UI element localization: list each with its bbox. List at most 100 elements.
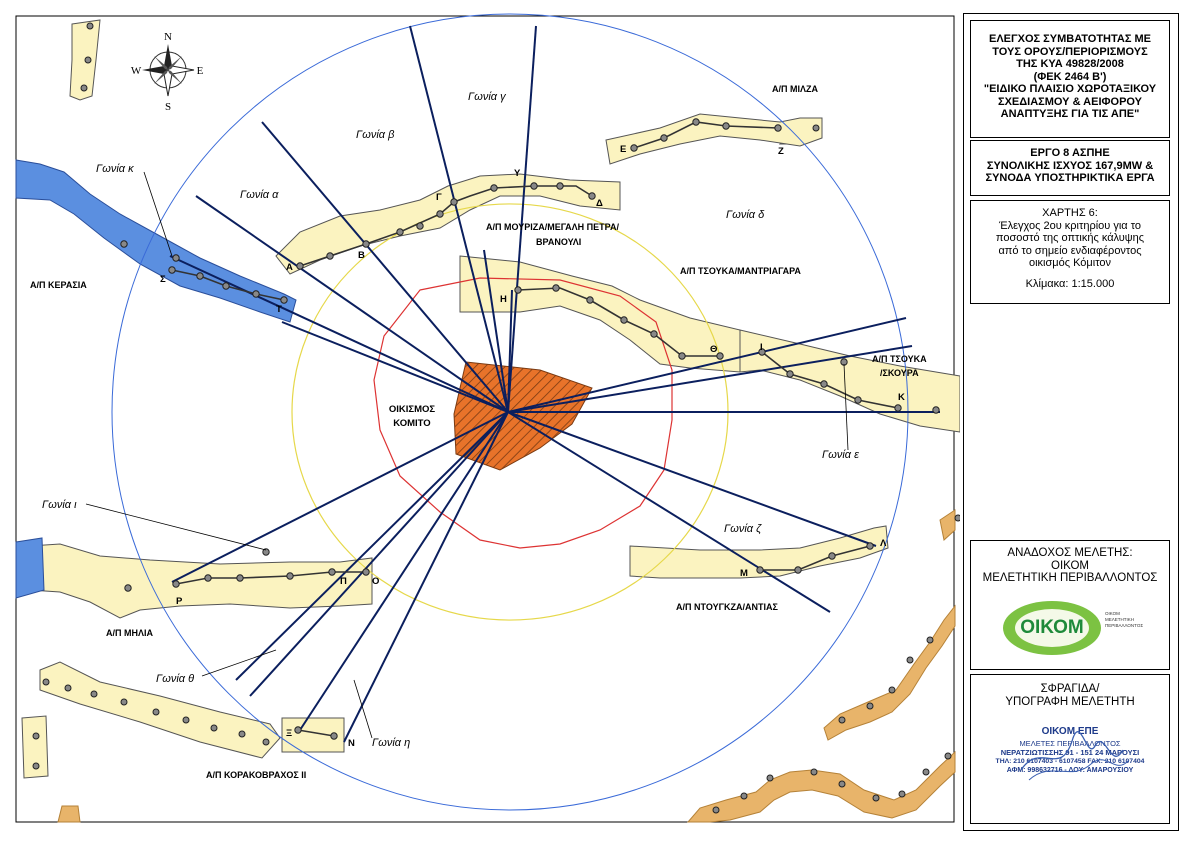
turbine-label-H: Η: [500, 294, 507, 305]
zone-milza: [605, 113, 823, 165]
angle-eta: Γωνία η: [372, 737, 410, 749]
turbine-marker: [716, 352, 724, 360]
zone-tsouka-mantriagara: [459, 255, 741, 373]
map-scale: Κλίμακα: 1:15.000: [1025, 277, 1115, 290]
turbine-marker: [922, 768, 930, 776]
turbine-label-Y: Υ: [514, 168, 521, 179]
compass-rose: N S E W: [131, 31, 204, 113]
label-tsouka-skoura-2: /ΣΚΟΥΡΑ: [880, 368, 919, 378]
label-tsouka-mantriagara: Α/Π ΤΣΟΥΚΑ/ΜΑΝΤΡΙΑΓΑΡΑ: [680, 266, 801, 276]
turbine-marker: [436, 210, 444, 218]
turbine-label-G: Γ: [436, 192, 442, 203]
sight-line: [507, 345, 913, 413]
turbine-marker: [678, 352, 686, 360]
turbine-marker: [888, 686, 896, 694]
settlement-label-line2: ΚΟΜΙΤΟ: [393, 418, 430, 429]
turbine-marker: [620, 316, 628, 324]
turbine-marker: [552, 284, 560, 292]
check-title-box: ΕΛΕΓΧΟΣ ΣΥΜΒΑΤΟΤΗΤΑΣ ΜΕ ΤΟΥΣ ΟΡΟΥΣ/ΠΕΡΙΟ…: [970, 20, 1170, 138]
sight-line: [483, 249, 509, 413]
compass-w: W: [131, 65, 142, 77]
turbine-marker: [586, 296, 594, 304]
turbine-label-O: Ο: [372, 576, 379, 587]
sight-line: [507, 317, 907, 413]
turbine-marker: [810, 768, 818, 776]
turbine-marker: [766, 774, 774, 782]
turbine-marker: [450, 198, 458, 206]
turbine-marker: [756, 566, 764, 574]
turbine-marker: [722, 122, 730, 130]
project-line: ΣΥΝΟΔΑ ΥΠΟΣΤΗΡΙΚΤΙΚΑ ΕΡΓΑ: [985, 172, 1155, 184]
inner-circle: [373, 277, 673, 549]
turbine-marker: [872, 794, 880, 802]
check-title-line: ΤΗΣ ΚΥΑ 49828/2008: [1016, 58, 1124, 70]
check-title-line: "ΕΙΔΙΚΟ ΠΛΑΙΣΙΟ ΧΩΡΟΤΑΞΙΚΟΥ: [983, 83, 1157, 95]
turbine-marker: [866, 702, 874, 710]
zone-militsa: [29, 543, 373, 619]
turbine-marker: [854, 396, 862, 404]
sight-lines: [169, 25, 940, 743]
logo-text: ΟΙΚΟΜ: [1020, 616, 1084, 638]
turbine-marker: [740, 792, 748, 800]
turbine-marker: [120, 698, 128, 706]
zone-mouriza: [275, 173, 621, 275]
turbine-marker: [280, 296, 288, 304]
compass-n: N: [164, 31, 172, 43]
turbine-marker: [932, 406, 940, 414]
logo-subtext: ΟΙΚΟΜ ΜΕΛΕΤΗΤΙΚΗ ΠΕΡΙΒΑΛΛΟΝΤΟΣ: [1105, 610, 1144, 628]
angle-zeta: Γωνία ζ: [724, 523, 762, 535]
angle-iota: Γωνία ι: [42, 499, 77, 511]
turbine-marker: [490, 184, 498, 192]
company-stamp: ΟΙΚΟΜ ΕΠΕ ΜΕΛΕΤΕΣ ΠΕΡΙΒΑΛΛΟΝΤΟΣ ΝΕΡΑΤΖΙΩ…: [971, 726, 1169, 796]
turbine-label-R: Ρ: [176, 596, 183, 607]
turbine-marker: [828, 552, 836, 560]
turbine-marker: [712, 806, 720, 814]
turbine-marker: [328, 568, 336, 576]
map-canvas[interactable]: N S E W ΟΙΚΙΣΜΟΣ ΚΟΜΙΤΟ Α/Π ΜΙΛΖΑ Α/Π ΜΟ…: [0, 0, 960, 842]
sight-line: [171, 411, 509, 583]
sight-line: [409, 25, 509, 413]
sight-line: [195, 195, 509, 413]
turbine-label-TH: Θ: [710, 344, 717, 355]
turbine-marker: [692, 118, 700, 126]
zone-ntougkza: [629, 525, 889, 579]
turbine-label-K: Κ: [898, 392, 905, 403]
turbine-marker: [64, 684, 72, 692]
turbine-marker: [236, 574, 244, 582]
turbine-label-D: Δ: [596, 198, 603, 209]
sight-line: [507, 411, 877, 547]
turbine-marker: [362, 568, 370, 576]
turbine-marker: [794, 566, 802, 574]
turbine-marker: [758, 348, 766, 356]
contractor-line: ΑΝΑΔΟΧΟΣ ΜΕΛΕΤΗΣ:: [1007, 547, 1133, 559]
turbine-marker: [262, 738, 270, 746]
turbine-label-E: Ε: [620, 144, 626, 155]
zone-small-left: [21, 715, 49, 779]
check-title-line: ΤΟΥΣ ΟΡΟΥΣ/ΠΕΡΙΟΡΙΣΜΟΥΣ: [992, 45, 1148, 58]
map-description-line: από το σημείο ενδιαφέροντος: [998, 244, 1142, 257]
contractor-line: ΟΙΚΟΜ: [1051, 559, 1089, 572]
turbine-marker: [812, 124, 820, 132]
turbine-marker: [660, 134, 668, 142]
turbine-marker: [898, 790, 906, 798]
turbine-marker: [42, 678, 50, 686]
turbine-marker: [204, 574, 212, 582]
map-title: ΧΑΡΤΗΣ 6:: [1042, 207, 1098, 219]
turbine-marker: [774, 124, 782, 132]
stamp-line: ΝΕΡΑΤΖΙΩΤΙΣΣΗΣ 91 - 151 24 ΜΑΡΟΥΣΙ: [1000, 747, 1140, 757]
turbine-marker: [86, 22, 94, 30]
project-box: ΕΡΓΟ 8 ΑΣΠΗΕ ΣΥΝΟΛΙΚΗΣ ΙΣΧΥΟΣ 167,9MW & …: [970, 140, 1170, 196]
stamp-line: ΜΕΛΕΤΕΣ ΠΕΡΙΒΑΛΛΟΝΤΟΣ: [1019, 738, 1121, 748]
turbine-marker: [786, 370, 794, 378]
turbine-marker: [326, 252, 334, 260]
turbine-label-M: Μ: [740, 568, 748, 579]
sight-line: [507, 289, 513, 413]
turbine-marker: [222, 282, 230, 290]
turbine-marker: [120, 240, 128, 248]
turbine-marker: [396, 228, 404, 236]
turbine-marker: [926, 636, 934, 644]
compass-s: S: [165, 101, 171, 113]
label-militsa: Α/Π ΜΗΛΙΑ: [106, 628, 154, 638]
turbine-marker: [954, 514, 960, 522]
turbine-marker: [182, 716, 190, 724]
